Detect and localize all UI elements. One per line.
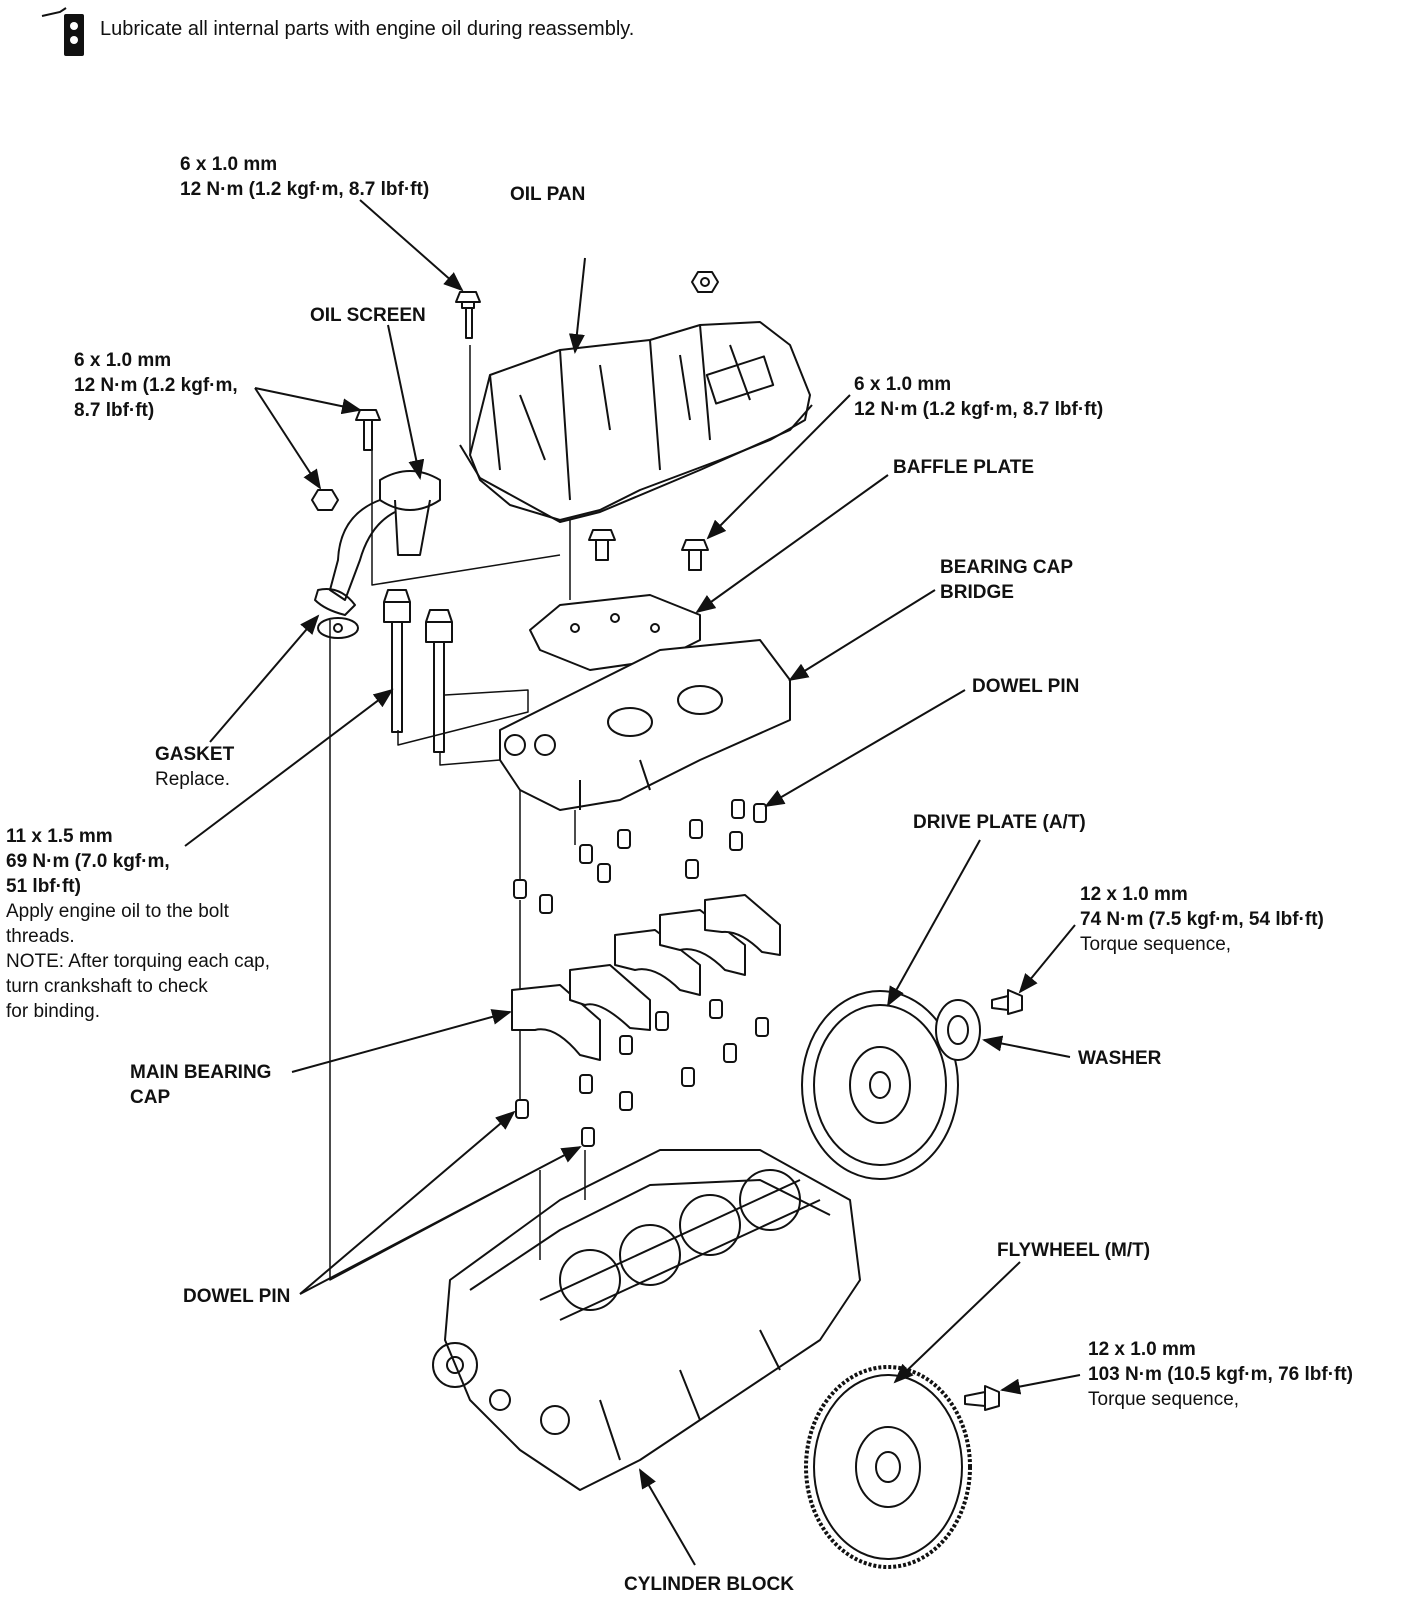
cylinder-block-label: CYLINDER BLOCK bbox=[624, 1572, 794, 1597]
bolt-size: 6 x 1.0 mm bbox=[74, 350, 172, 371]
bolt-size: 6 x 1.0 mm bbox=[854, 374, 952, 395]
drive-plate-bolt-spec: 12 x 1.0 mm 74 N·m (7.5 kgf·m, 54 lbf·ft… bbox=[1080, 882, 1324, 957]
bolt-torque: 12 N·m (1.2 kgf·m, 8.7 lbf·ft) bbox=[854, 399, 1104, 420]
oil-pan-bolt bbox=[455, 291, 481, 339]
bolt-torque: 103 N·m (10.5 kgf·m, 76 lbf·ft) bbox=[1088, 1364, 1353, 1385]
bolt-note: turn crankshaft to check bbox=[6, 976, 208, 997]
washer-label: WASHER bbox=[1078, 1046, 1161, 1071]
baffle-bolt-spec: 6 x 1.0 mm 12 N·m (1.2 kgf·m, 8.7 lbf·ft… bbox=[854, 372, 1103, 422]
oil-screen-bolt bbox=[355, 409, 381, 451]
drive-plate-bolt bbox=[991, 989, 1023, 1015]
baffle-bolt-left bbox=[588, 529, 616, 561]
oil-can-icon bbox=[41, 7, 84, 56]
bolt-torque-cont: 51 lbf·ft) bbox=[6, 876, 81, 897]
oil-screen-label: OIL SCREEN bbox=[310, 303, 426, 328]
label-text: DOWEL PIN bbox=[972, 676, 1080, 697]
label-text: WASHER bbox=[1078, 1048, 1162, 1069]
gasket bbox=[317, 617, 359, 639]
bolt-torque-cont: 8.7 lbf·ft) bbox=[74, 400, 155, 421]
label-note: Replace. bbox=[155, 769, 230, 790]
bolt-torque: 74 N·m (7.5 kgf·m, 54 lbf·ft) bbox=[1080, 909, 1324, 930]
drive-plate-label: DRIVE PLATE (A/T) bbox=[913, 810, 1086, 835]
gasket-label: GASKET Replace. bbox=[155, 742, 234, 792]
bolt-size: 12 x 1.0 mm bbox=[1088, 1339, 1196, 1360]
label-text: OIL PAN bbox=[510, 184, 586, 205]
bolt-torque: 12 N·m (1.2 kgf·m, 8.7 lbf·ft) bbox=[180, 179, 430, 200]
label-text: BEARING CAP bbox=[940, 557, 1074, 578]
drive-plate bbox=[801, 990, 959, 1180]
bolt-torque: 12 N·m (1.2 kgf·m, bbox=[74, 375, 238, 396]
bolt-note: Torque sequence, bbox=[1088, 1389, 1240, 1410]
cylinder-block bbox=[432, 1149, 861, 1491]
label-text: DOWEL PIN bbox=[183, 1286, 291, 1307]
main-bearing-cap-label: MAIN BEARING CAP bbox=[130, 1060, 271, 1110]
bearing-cap-bridge bbox=[499, 639, 791, 811]
dowel-pin-upper-label: DOWEL PIN bbox=[972, 674, 1079, 699]
bolt-note: NOTE: After torquing each cap, bbox=[6, 951, 271, 972]
washer bbox=[935, 999, 981, 1061]
bolt-note: for binding. bbox=[6, 1001, 101, 1022]
oil-pan-nut bbox=[691, 271, 719, 293]
oil-pan bbox=[459, 321, 813, 523]
flywheel-label: FLYWHEEL (M/T) bbox=[997, 1238, 1150, 1263]
bolt-note: Torque sequence, bbox=[1080, 934, 1232, 955]
oil-pan-bolt-spec: 6 x 1.0 mm 12 N·m (1.2 kgf·m, 8.7 lbf·ft… bbox=[180, 152, 429, 202]
label-text: OIL SCREEN bbox=[310, 305, 426, 326]
label-text: CYLINDER BLOCK bbox=[624, 1574, 794, 1595]
bolt-size: 6 x 1.0 mm bbox=[180, 154, 278, 175]
oil-screen-nut bbox=[311, 489, 339, 511]
dowel-pins bbox=[513, 799, 769, 1147]
baffle-plate-label: BAFFLE PLATE bbox=[893, 455, 1034, 480]
bolt-note: Apply engine oil to the bolt bbox=[6, 901, 229, 922]
flywheel-bolt-spec: 12 x 1.0 mm 103 N·m (10.5 kgf·m, 76 lbf·… bbox=[1088, 1337, 1353, 1412]
main-bearing-bolt-right bbox=[425, 609, 453, 753]
baffle-bolt-right bbox=[681, 539, 709, 571]
bolt-torque: 69 N·m (7.0 kgf·m, bbox=[6, 851, 170, 872]
bolt-note: threads. bbox=[6, 926, 75, 947]
oil-screen bbox=[314, 470, 441, 616]
lubrication-note: Lubricate all internal parts with engine… bbox=[100, 18, 635, 40]
main-bearing-bolt-left bbox=[383, 589, 411, 733]
flywheel bbox=[804, 1365, 972, 1569]
label-text: DRIVE PLATE (A/T) bbox=[913, 812, 1086, 833]
label-text: MAIN BEARING bbox=[130, 1062, 272, 1083]
label-text: FLYWHEEL (M/T) bbox=[997, 1240, 1151, 1261]
leader-arrows bbox=[184, 199, 1081, 1566]
oil-pan-label: OIL PAN bbox=[510, 182, 585, 207]
label-text-cont: CAP bbox=[130, 1087, 171, 1108]
label-text-cont: BRIDGE bbox=[940, 582, 1014, 603]
bearing-cap-bridge-label: BEARING CAP BRIDGE bbox=[940, 555, 1073, 605]
bolt-size: 12 x 1.0 mm bbox=[1080, 884, 1188, 905]
main-bearing-caps bbox=[511, 894, 781, 1061]
bolt-size: 11 x 1.5 mm bbox=[6, 826, 113, 847]
label-text: GASKET bbox=[155, 744, 235, 765]
main-bolt-spec: 11 x 1.5 mm 69 N·m (7.0 kgf·m, 51 lbf·ft… bbox=[6, 824, 270, 1024]
dowel-pin-lower-label: DOWEL PIN bbox=[183, 1284, 290, 1309]
oil-screen-bolt-spec: 6 x 1.0 mm 12 N·m (1.2 kgf·m, 8.7 lbf·ft… bbox=[74, 348, 238, 423]
label-text: BAFFLE PLATE bbox=[893, 457, 1035, 478]
flywheel-bolt bbox=[964, 1385, 1000, 1411]
